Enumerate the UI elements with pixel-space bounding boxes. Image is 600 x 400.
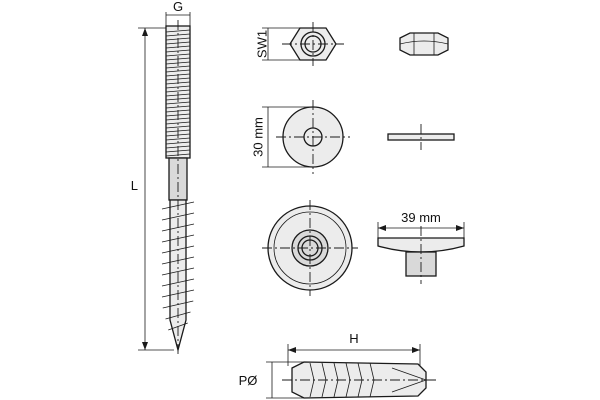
machine-thread-line — [165, 125, 191, 129]
l-arrow-top — [142, 28, 148, 36]
washer-diameter-label: 30 mm — [251, 117, 266, 157]
thread-diameter-label: G — [173, 0, 183, 14]
anchor-diameter-label: PØ — [239, 373, 258, 388]
plug-slit-2 — [391, 379, 427, 393]
plug-rib — [321, 362, 327, 381]
plug-rib — [345, 362, 351, 381]
wood-thread-line — [161, 212, 195, 221]
hex-nut-top-view: SW1 — [255, 22, 344, 66]
anchor-length-label: H — [349, 331, 358, 346]
plug-rib — [333, 379, 339, 398]
machine-thread-line — [165, 53, 191, 57]
seal-boss — [291, 229, 329, 267]
h-arrow-left — [288, 347, 296, 353]
seal-rim — [273, 211, 347, 285]
wrench-size-label: SW1 — [255, 30, 270, 58]
plug-rib — [333, 362, 339, 381]
l-arrow-bottom — [142, 342, 148, 350]
machine-thread-line — [165, 65, 191, 69]
plug-rib — [369, 362, 375, 381]
washer-top-view: 30 mm — [251, 100, 350, 174]
machine-thread-line — [165, 29, 191, 33]
h-arrow-right — [412, 347, 420, 353]
plug-slit-1 — [391, 367, 427, 381]
machine-thread-line — [165, 137, 191, 141]
seal-diameter-label: 39 mm — [401, 210, 441, 225]
plug-rib — [345, 379, 351, 398]
wood-thread-line — [161, 267, 195, 276]
seal-arrow-right — [456, 225, 464, 231]
plug-rib — [309, 362, 315, 381]
hex-nut-side-view — [399, 32, 449, 56]
machine-thread-line — [165, 89, 191, 93]
plug-rib — [369, 379, 375, 398]
hex-nut-side-outline — [399, 32, 449, 56]
plug-ribs — [309, 362, 375, 398]
plug-rib — [321, 379, 327, 398]
washer-side-view — [387, 124, 455, 150]
machine-thread-line — [165, 101, 191, 105]
length-label: L — [131, 178, 138, 193]
wood-thread-line — [161, 278, 195, 287]
plug-rib — [309, 379, 315, 398]
sealing-washer-top-view — [262, 200, 358, 296]
wall-plug: H PØ — [239, 331, 436, 399]
sealing-washer-side-view: 39 mm — [377, 210, 465, 284]
hanger-bolt: G L — [131, 0, 195, 356]
seal-arrow-left — [378, 225, 386, 231]
plug-rib — [357, 362, 363, 381]
plug-rib — [357, 379, 363, 398]
nut-side-chamfer — [399, 40, 449, 45]
